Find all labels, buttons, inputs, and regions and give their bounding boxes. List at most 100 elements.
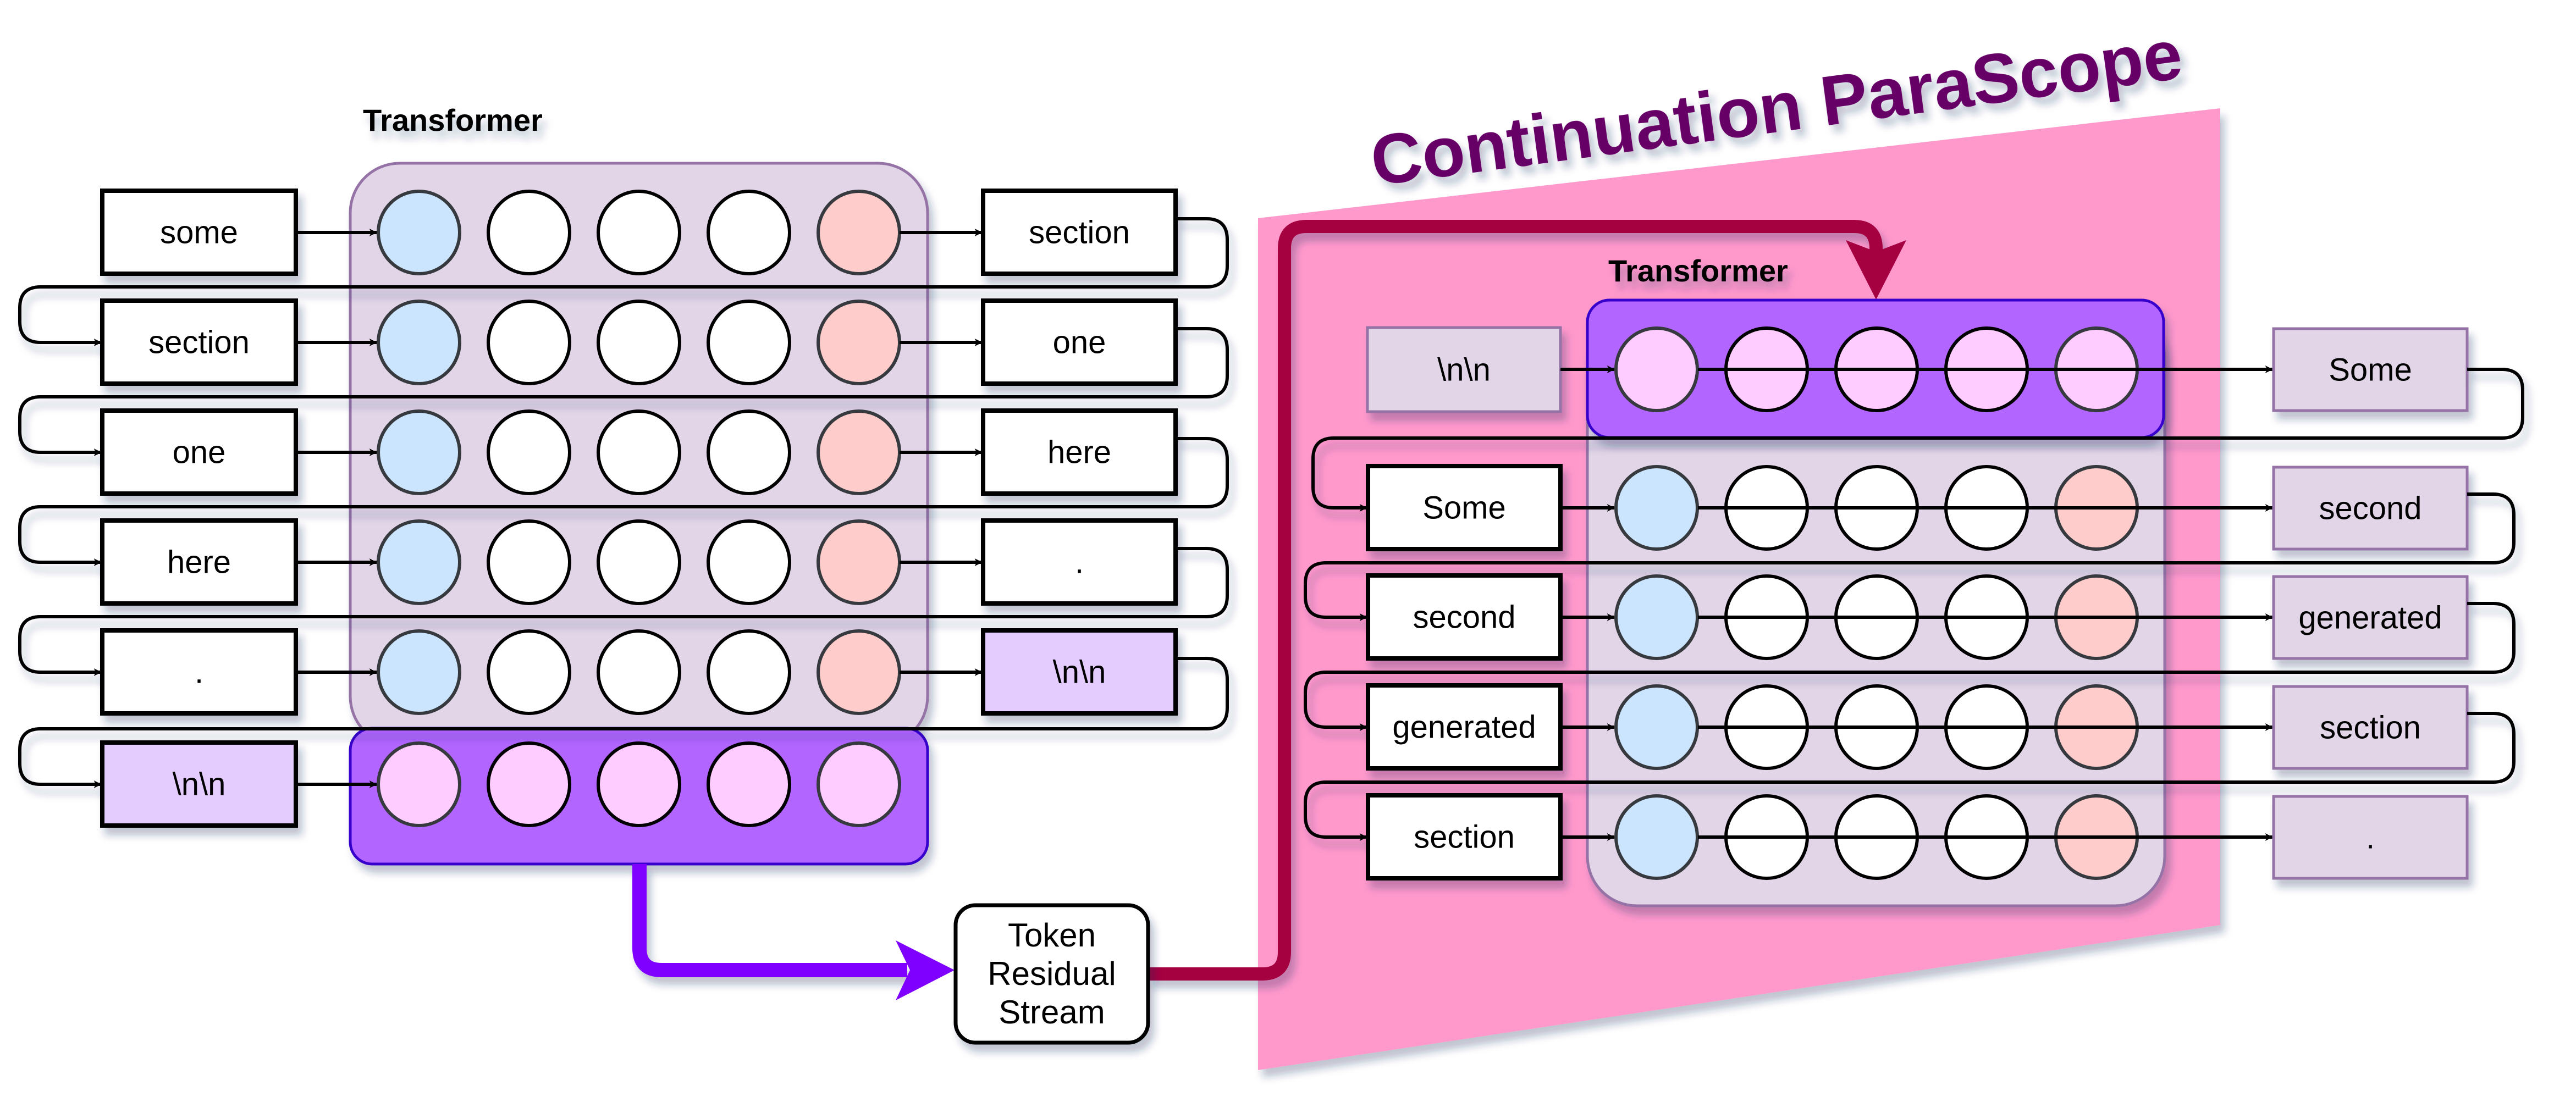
left-input-token-4-rect	[100, 518, 298, 606]
parascope-transformer-label: Transformer	[1608, 253, 1788, 288]
left-output-token-3-label: here	[1047, 435, 1111, 470]
neuron-1	[377, 519, 461, 605]
left-input-token-2-rect	[100, 298, 298, 386]
neuron-2	[487, 190, 571, 275]
neuron-1	[1614, 794, 1699, 880]
neuron-3	[597, 300, 681, 385]
parascope-feedback-loop-4	[1304, 712, 2516, 841]
left-input-token-1-label: some	[160, 215, 238, 251]
left-feedback-loop-2	[18, 327, 1229, 456]
injection-arrowhead	[1846, 240, 1906, 300]
left-feedback-loop-5	[18, 657, 1229, 788]
left-feedback-loop-3	[18, 437, 1229, 566]
neuron-5	[817, 741, 901, 827]
left-transformer-label: Transformer	[363, 103, 543, 137]
left-output-token-1-rect	[981, 189, 1178, 276]
neuron-1	[377, 409, 461, 495]
left-neuron-row-4	[377, 519, 901, 605]
parascope-output-token-3-label: generated	[2298, 600, 2442, 636]
left-input-token-5: .	[100, 628, 298, 716]
injection-arrow	[1148, 220, 1883, 981]
left-input-token-1: some	[100, 189, 298, 276]
parascope-output-token-4-label: section	[2320, 710, 2421, 746]
neuron-1	[377, 629, 461, 715]
left-output-token-4: .	[981, 518, 1178, 606]
parascope-input-token-2-label: Some	[1422, 490, 1506, 526]
token-residual-stream-rect	[953, 903, 1150, 1045]
neuron-5	[817, 300, 901, 385]
parascope-input-token-2-rect	[1366, 464, 1563, 551]
parascope-feedback-loop-3	[1304, 602, 2516, 731]
residual-stream-arrow	[632, 864, 907, 977]
stream-line-1: Token	[1008, 917, 1096, 954]
neuron-5	[817, 629, 901, 715]
parascope-output-token-5-label: .	[2366, 820, 2375, 856]
left-input-token-3-rect	[100, 408, 298, 496]
neuron-1	[1614, 326, 1699, 412]
parascope-output-token-4-rect	[2272, 685, 2469, 770]
left-output-token-5-rect	[981, 628, 1178, 716]
left-input-token-3-label: one	[173, 435, 226, 470]
parascope-input-token-4-label: generated	[1392, 710, 1536, 745]
left-neuron-row-2	[377, 300, 901, 385]
parascope-output-token-2-rect	[2272, 466, 2469, 551]
left-neuron-row-5	[377, 629, 901, 715]
parascope-output-token-1: Some	[2272, 327, 2469, 412]
left-output-token-3: here	[981, 408, 1178, 496]
parascope-input-token-4: generated	[1366, 683, 1563, 771]
left-output-token-5-label: \n\n	[1053, 655, 1106, 690]
neuron-1	[377, 190, 461, 275]
neuron-1	[1614, 684, 1699, 770]
parascope-input-token-3-rect	[1366, 573, 1563, 661]
neuron-3	[597, 190, 681, 275]
neuron-2	[487, 629, 571, 715]
left-output-token-1: section	[981, 189, 1178, 276]
neuron-1	[377, 741, 461, 827]
neuron-4	[707, 409, 791, 495]
parascope-input-token-3: second	[1366, 573, 1563, 661]
neuron-3	[597, 629, 681, 715]
neuron-1	[1614, 574, 1699, 660]
parascope-output-token-3: generated	[2272, 575, 2469, 660]
parascope-feedback-loop-1	[1311, 368, 2524, 512]
neuron-3	[597, 409, 681, 495]
left-feedback-loop-4	[18, 547, 1229, 676]
left-output-token-2-label: one	[1053, 325, 1106, 361]
left-input-token-6: \n\n	[100, 740, 298, 828]
left-neuron-row-6	[377, 741, 901, 827]
neuron-4	[707, 300, 791, 385]
neuron-3	[597, 519, 681, 605]
neuron-1	[377, 300, 461, 385]
parascope-output-token-4: section	[2272, 685, 2469, 770]
left-input-token-2: section	[100, 298, 298, 386]
parascope-output-token-1-rect	[2272, 327, 2469, 412]
stream-line-3: Stream	[999, 994, 1105, 1031]
left-output-token-4-rect	[981, 518, 1178, 606]
left-input-token-5-label: .	[195, 655, 203, 690]
left-output-token-3-rect	[981, 408, 1178, 496]
left-neuron-row-1	[377, 190, 901, 275]
neuron-5	[817, 409, 901, 495]
parascope-input-token-4-rect	[1366, 683, 1563, 771]
parascope-output-token-5-rect	[2272, 795, 2469, 880]
left-feedback-loop-1	[18, 217, 1229, 346]
parascope-input-token-1-label: \n\n	[1437, 352, 1491, 388]
neuron-2	[487, 409, 571, 495]
neuron-1	[1614, 465, 1699, 551]
neuron-4	[707, 629, 791, 715]
neuron-2	[487, 741, 571, 827]
parascope-feedback-loop-2	[1304, 492, 2516, 621]
neuron-3	[597, 741, 681, 827]
neuron-4	[707, 519, 791, 605]
left-input-token-3: one	[100, 408, 298, 496]
parascope-output-token-2: second	[2272, 466, 2469, 551]
neuron-4	[707, 741, 791, 827]
parascope-output-token-3-rect	[2272, 575, 2469, 660]
left-input-token-2-label: section	[148, 325, 250, 361]
left-input-token-6-rect	[100, 740, 298, 828]
left-output-token-1-label: section	[1029, 215, 1130, 251]
neuron-4	[707, 190, 791, 275]
neuron-2	[487, 300, 571, 385]
